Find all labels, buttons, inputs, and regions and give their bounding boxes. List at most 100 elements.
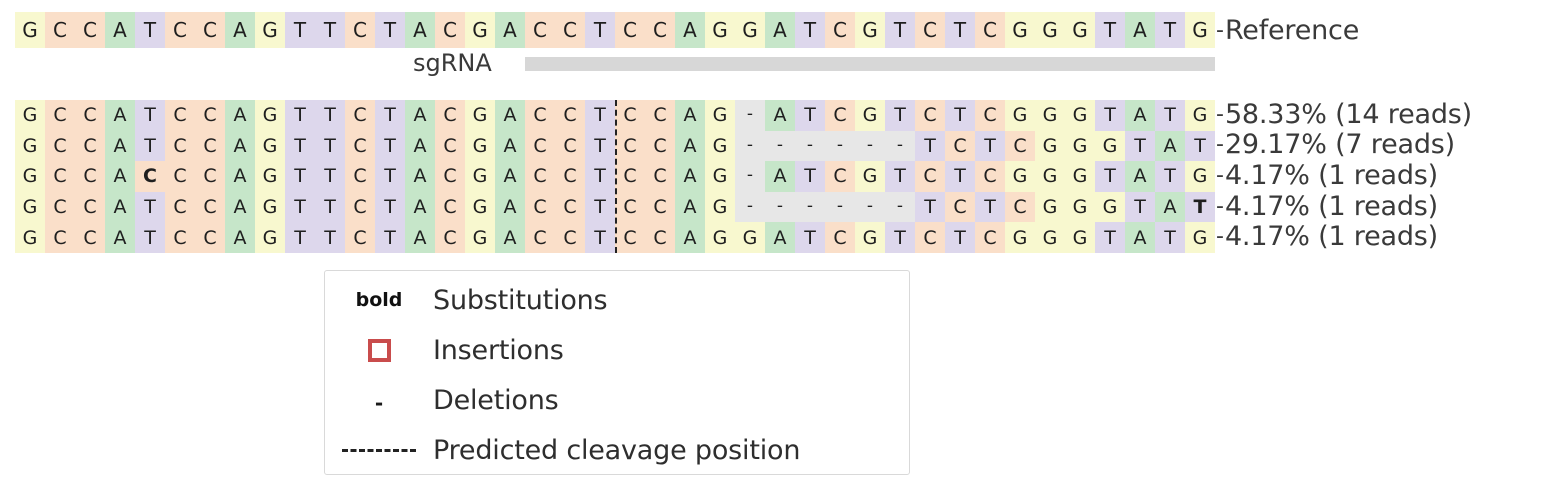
base-cell: C: [45, 100, 75, 131]
base-cell: C: [75, 191, 105, 223]
base-cell: T: [285, 12, 315, 48]
base-cell: A: [1125, 100, 1155, 131]
base-cell: C: [825, 222, 855, 253]
base-cell: T: [285, 161, 315, 192]
base-cell: C: [45, 191, 75, 223]
base-cell: A: [405, 12, 435, 48]
reference-row-label: -Reference: [1215, 13, 1359, 47]
base-cell: C: [825, 12, 855, 48]
base-cell: T: [585, 130, 615, 162]
base-cell: G: [1035, 12, 1065, 48]
base-cell: C: [45, 130, 75, 162]
deletion-cell: -: [855, 191, 885, 223]
base-cell: G: [705, 12, 735, 48]
base-cell: A: [405, 100, 435, 131]
base-cell: C: [435, 100, 465, 131]
base-cell: A: [225, 161, 255, 192]
base-cell: C: [75, 161, 105, 192]
base-cell: A: [405, 130, 435, 162]
row-tail-dash: -: [1216, 101, 1224, 127]
base-cell: C: [195, 130, 225, 162]
base-cell: G: [1005, 100, 1035, 131]
base-cell: G: [1035, 161, 1065, 192]
deletion-cell: -: [795, 130, 825, 162]
base-cell: G: [735, 222, 765, 253]
base-cell: C: [345, 161, 375, 192]
allele-frequency-label: -29.17% (7 reads): [1215, 129, 1455, 160]
base-cell: G: [855, 100, 885, 131]
base-cell: G: [1095, 130, 1125, 162]
base-cell: G: [1035, 222, 1065, 253]
base-cell: A: [495, 12, 525, 48]
base-cell: T: [315, 130, 345, 162]
deletion-cell: -: [885, 191, 915, 223]
base-cell: A: [1125, 12, 1155, 48]
base-cell: T: [1095, 12, 1125, 48]
allele-frequency-text: 4.17% (1 reads): [1224, 221, 1439, 253]
base-cell: T: [1185, 191, 1215, 223]
base-cell: T: [975, 191, 1005, 223]
base-cell: T: [1185, 130, 1215, 162]
base-cell: G: [255, 12, 285, 48]
base-cell: T: [915, 130, 945, 162]
base-cell: T: [1155, 161, 1185, 192]
base-cell: T: [135, 191, 165, 223]
base-cell: C: [615, 130, 645, 162]
base-cell: C: [135, 161, 165, 192]
base-cell: G: [1035, 100, 1065, 131]
base-cell: A: [405, 191, 435, 223]
base-cell: A: [495, 100, 525, 131]
base-cell: G: [465, 100, 495, 131]
legend-label-insertions: Insertions: [433, 334, 564, 366]
legend-label-cleavage: Predicted cleavage position: [433, 434, 801, 466]
base-cell: T: [945, 161, 975, 192]
base-cell: T: [315, 100, 345, 131]
base-cell: A: [1155, 130, 1185, 162]
base-cell: T: [885, 222, 915, 253]
base-cell: G: [855, 12, 885, 48]
base-cell: G: [705, 100, 735, 131]
base-cell: T: [315, 161, 345, 192]
predicted-cleavage-line: [615, 100, 617, 253]
base-cell: T: [1125, 191, 1155, 223]
base-cell: G: [465, 191, 495, 223]
row-tail-dash: -: [1216, 17, 1224, 43]
deletion-cell: -: [765, 130, 795, 162]
base-cell: A: [765, 12, 795, 48]
base-cell: G: [465, 161, 495, 192]
deletion-cell: -: [765, 191, 795, 223]
base-cell: C: [525, 12, 555, 48]
base-cell: A: [675, 100, 705, 131]
base-cell: T: [375, 222, 405, 253]
base-cell: G: [855, 161, 885, 192]
base-cell: G: [1065, 12, 1095, 48]
base-cell: G: [465, 222, 495, 253]
base-cell: G: [1095, 191, 1125, 223]
base-cell: G: [855, 222, 885, 253]
base-cell: A: [765, 161, 795, 192]
base-cell: C: [615, 12, 645, 48]
base-cell: G: [705, 130, 735, 162]
base-cell: C: [45, 161, 75, 192]
base-cell: G: [705, 161, 735, 192]
base-cell: A: [225, 130, 255, 162]
base-cell: A: [495, 161, 525, 192]
base-cell: C: [555, 100, 585, 131]
base-cell: T: [315, 222, 345, 253]
base-cell: T: [315, 191, 345, 223]
base-cell: C: [645, 222, 675, 253]
base-cell: A: [225, 100, 255, 131]
allele-frequency-label: -4.17% (1 reads): [1215, 160, 1438, 191]
base-cell: A: [405, 161, 435, 192]
base-cell: C: [615, 191, 645, 223]
allele-frequency-label: -4.17% (1 reads): [1215, 191, 1438, 222]
base-cell: T: [135, 12, 165, 48]
base-cell: C: [45, 12, 75, 48]
base-cell: G: [15, 100, 45, 131]
base-cell: T: [1095, 222, 1125, 253]
base-cell: G: [1185, 100, 1215, 131]
allele-frequency-label: -58.33% (14 reads): [1215, 99, 1472, 130]
base-cell: C: [165, 161, 195, 192]
allele-frequency-text: 58.33% (14 reads): [1224, 98, 1472, 130]
base-cell: A: [675, 191, 705, 223]
